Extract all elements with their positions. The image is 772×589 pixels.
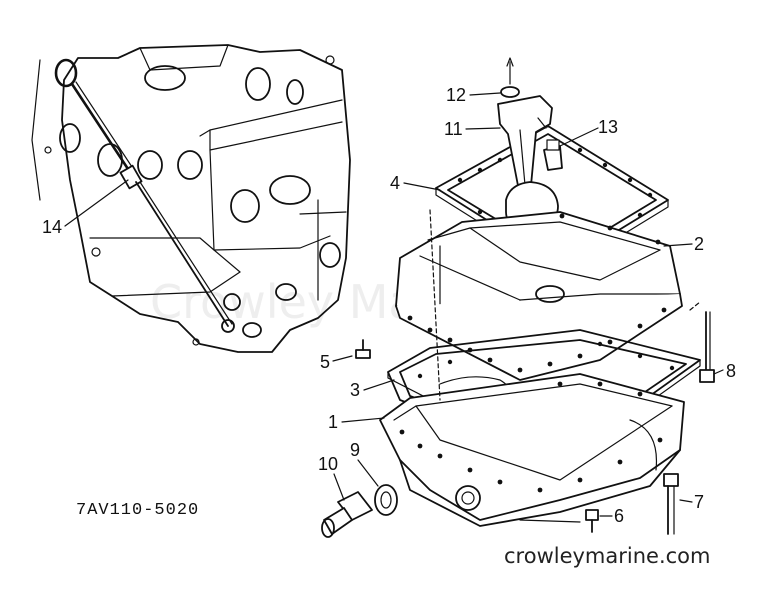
leader-lines <box>64 92 724 517</box>
callout-14: 14 <box>42 217 62 237</box>
engine-block <box>31 44 351 353</box>
callout-10: 10 <box>318 454 338 474</box>
bolt-7 <box>663 473 679 535</box>
callout-4: 4 <box>390 173 400 193</box>
site-label: crowleymarine.com <box>504 544 710 568</box>
dipstick <box>54 58 235 333</box>
callout-13: 13 <box>598 117 618 137</box>
drain-plug <box>321 491 373 538</box>
callout-3: 3 <box>350 380 360 400</box>
oil-pan-upper <box>395 211 683 381</box>
callout-1: 1 <box>328 412 338 432</box>
callout-5: 5 <box>320 352 330 372</box>
bolt-5 <box>355 339 371 359</box>
callout-8: 8 <box>726 361 736 381</box>
callout-11: 11 <box>444 119 463 139</box>
oil-pan-lower <box>379 373 685 527</box>
sealing-washer <box>374 484 398 516</box>
callout-6: 6 <box>614 506 624 526</box>
bolt-6 <box>585 509 599 533</box>
callout-9: 9 <box>350 440 360 460</box>
callout-12: 12 <box>446 85 466 105</box>
callout-7: 7 <box>694 492 704 512</box>
diagram-part-code: 7AV110-5020 <box>76 501 199 520</box>
bolt-8 <box>699 311 715 383</box>
callout-2: 2 <box>694 234 704 254</box>
